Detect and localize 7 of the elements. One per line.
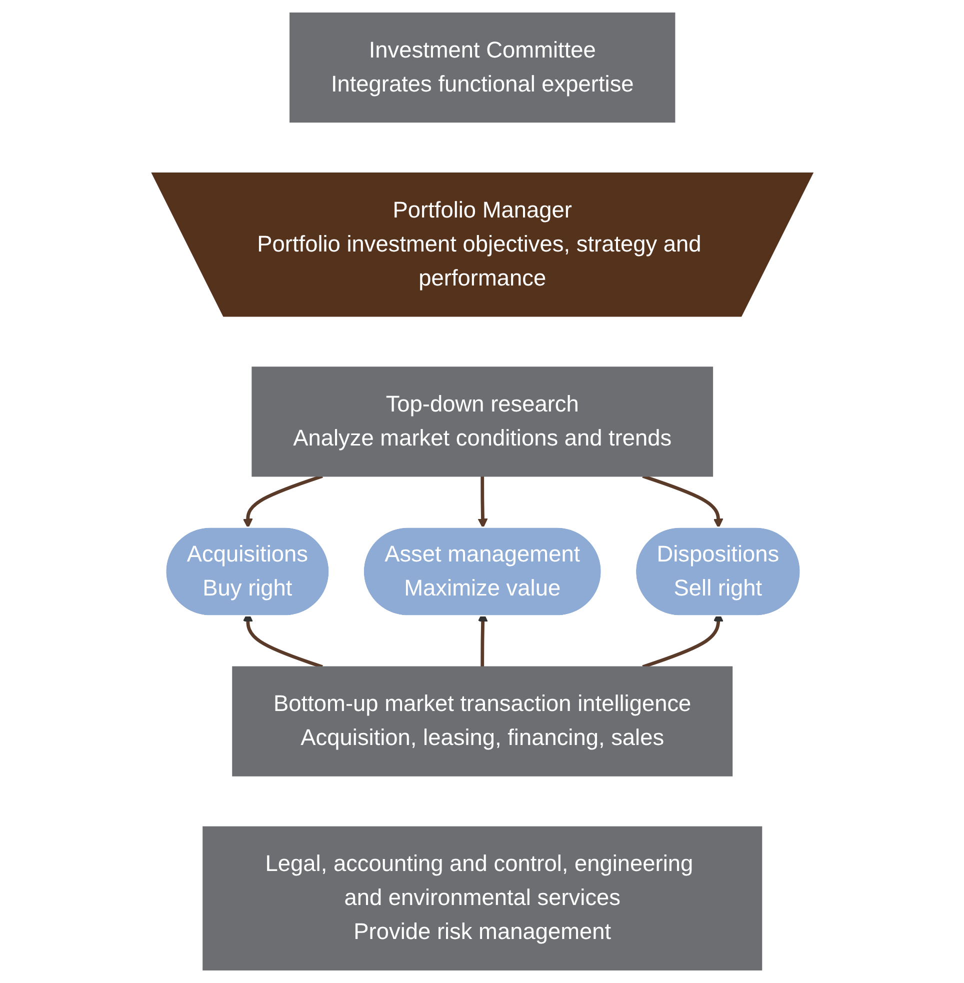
node-box: Legal, accounting and control, engineering and environmental services Provide risk management [202, 826, 762, 970]
node-box: Investment Committee Integrates functional expertise [289, 12, 675, 123]
arrow [642, 474, 723, 528]
arrow [242, 474, 323, 528]
node-box: Bottom-up market transaction intelligence Acquisition, leasing, financing, sales [232, 666, 732, 776]
node-box: Top-down research Analyze market conditions and trends [251, 366, 713, 477]
arrow [477, 476, 488, 528]
